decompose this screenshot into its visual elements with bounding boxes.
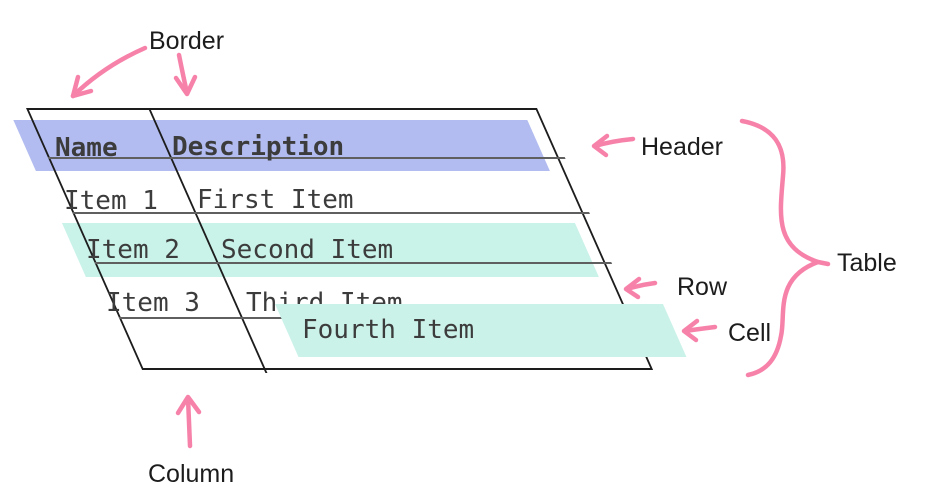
- header-cell-text: Name: [55, 133, 118, 163]
- label-cell: Cell: [728, 319, 772, 347]
- row-arrow-icon: [623, 276, 658, 300]
- cell-text: Item 1: [64, 186, 158, 216]
- label-table: Table: [837, 249, 897, 277]
- header-cell-text: Description: [172, 132, 345, 162]
- label-row: Row: [677, 273, 728, 301]
- cell-text: First Item: [197, 185, 354, 215]
- cell-text: Item 3: [106, 288, 200, 318]
- column-arrow-icon: [175, 394, 202, 449]
- cell-text: Item 2: [86, 235, 180, 265]
- label-header: Header: [641, 133, 723, 161]
- cell-text: Second Item: [221, 235, 394, 265]
- header-arrow-icon: [591, 133, 636, 158]
- cell-text: Fourth Item: [302, 315, 475, 345]
- cell-text: Third Item: [246, 288, 403, 318]
- cell-arrow-icon: [681, 318, 718, 343]
- border-arrow-left-icon: [70, 45, 148, 99]
- label-border: Border: [149, 27, 225, 55]
- border-arrow-down-icon: [173, 52, 198, 97]
- label-column: Column: [148, 460, 235, 488]
